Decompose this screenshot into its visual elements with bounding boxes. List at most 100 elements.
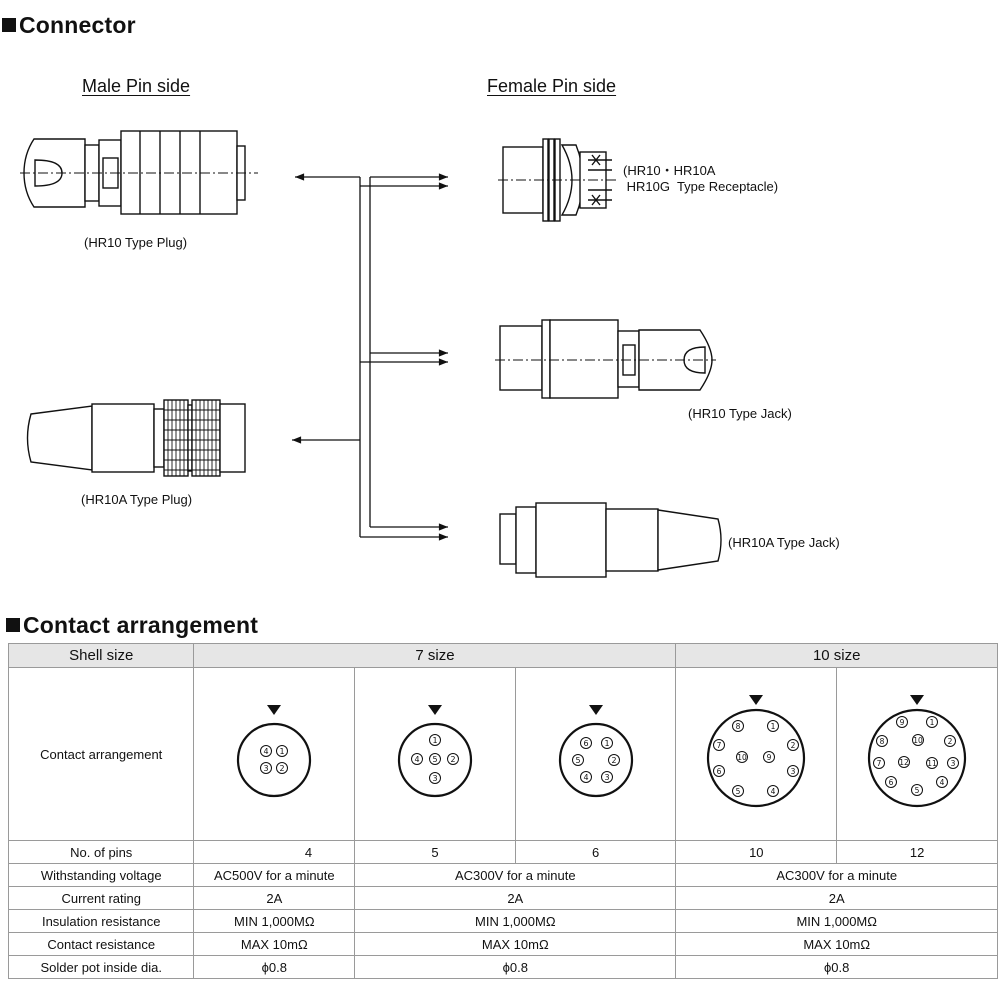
arrangement-4pin: 4 1 3 2 <box>193 667 356 841</box>
svg-text:3: 3 <box>264 764 269 773</box>
pins-6: 6 <box>514 840 677 864</box>
svg-text:4: 4 <box>414 755 419 764</box>
svg-text:2: 2 <box>948 737 953 746</box>
solder-4pin: ϕ0.8 <box>193 955 356 979</box>
pin-layout-12-diagram: 9 1 8 10 2 7 12 11 3 6 4 5 <box>867 695 967 808</box>
svg-text:4: 4 <box>771 787 776 796</box>
svg-text:11: 11 <box>927 759 937 768</box>
pin-layout-4-diagram: 4 1 3 2 <box>237 704 312 797</box>
pin-layout-10-diagram: 8 1 7 2 10 9 6 3 5 4 <box>707 695 806 808</box>
size10-header: 10 size <box>675 643 998 668</box>
svg-text:10: 10 <box>738 753 748 762</box>
solder-10-12pin: ϕ0.8 <box>675 955 998 979</box>
svg-text:8: 8 <box>736 722 741 731</box>
svg-text:12: 12 <box>899 758 909 767</box>
solder-label: Solder pot inside dia. <box>7 955 195 979</box>
pins-row: No. of pins 4 5 6 10 12 <box>7 840 998 864</box>
contact-resistance-label: Contact resistance <box>7 932 195 956</box>
table-header-row: Shell size 7 size 10 size <box>7 643 998 668</box>
insulation-10-12pin: MIN 1,000MΩ <box>675 909 998 933</box>
svg-text:1: 1 <box>432 736 437 745</box>
pins-label: No. of pins <box>7 840 195 864</box>
square-bullet-icon <box>2 18 16 32</box>
size7-header: 7 size <box>193 643 677 668</box>
svg-text:4: 4 <box>940 778 945 787</box>
hr10-jack-drawing <box>495 319 716 399</box>
svg-text:1: 1 <box>930 718 935 727</box>
arrangement-6pin: 6 1 5 2 4 3 <box>514 667 677 841</box>
svg-text:8: 8 <box>880 737 885 746</box>
contact-resistance-row: Contact resistance MAX 10mΩ MAX 10mΩ MAX… <box>7 932 998 956</box>
contact-resistance-5-6pin: MAX 10mΩ <box>354 932 677 956</box>
male-side-label: Male Pin side <box>82 76 191 96</box>
hr10a-plug-caption: (HR10A Type Plug) <box>81 492 193 507</box>
pins-10: 10 <box>675 840 838 864</box>
arrangement-label: Contact arrangement <box>7 667 195 841</box>
svg-text:2: 2 <box>450 755 455 764</box>
hr10-jack-caption: (HR10 Type Jack) <box>688 406 792 421</box>
svg-text:6: 6 <box>889 778 894 787</box>
svg-text:2: 2 <box>611 756 616 765</box>
svg-text:5: 5 <box>575 756 580 765</box>
svg-text:6: 6 <box>717 767 722 776</box>
insulation-5-6pin: MIN 1,000MΩ <box>354 909 677 933</box>
svg-text:4: 4 <box>583 773 588 782</box>
arrangement-12pin: 9 1 8 10 2 7 12 11 3 6 4 5 <box>836 667 998 841</box>
hr10-plug-caption: (HR10 Type Plug) <box>84 235 188 250</box>
contact-resistance-4pin: MAX 10mΩ <box>193 932 356 956</box>
svg-text:1: 1 <box>280 747 285 756</box>
svg-text:9: 9 <box>900 718 905 727</box>
receptacle-caption: (HR10・HR10A HR10G Type Receptacle) <box>623 163 779 194</box>
pins-12: 12 <box>836 840 998 864</box>
svg-text:4: 4 <box>264 747 269 756</box>
svg-text:1: 1 <box>771 722 776 731</box>
insulation-row: Insulation resistance MIN 1,000MΩ MIN 1,… <box>7 909 998 933</box>
hr10-plug-drawing <box>20 130 258 215</box>
female-side-label: Female Pin side <box>487 76 617 96</box>
voltage-10-12pin: AC300V for a minute <box>675 863 998 887</box>
hr10a-jack-drawing <box>499 502 722 578</box>
connector-section-title: Connector <box>2 12 136 39</box>
svg-text:6: 6 <box>583 739 588 748</box>
solder-5-6pin: ϕ0.8 <box>354 955 677 979</box>
voltage-label: Withstanding voltage <box>7 863 195 887</box>
contact-section-title: Contact arrangement <box>6 612 258 639</box>
solder-row: Solder pot inside dia. ϕ0.8 ϕ0.8 ϕ0.8 <box>7 955 998 979</box>
receptacle-drawing <box>498 138 618 222</box>
svg-text:5: 5 <box>432 755 437 764</box>
pin-layout-5-diagram: 1 4 5 2 3 <box>397 704 473 797</box>
svg-text:10: 10 <box>913 736 923 745</box>
voltage-5-6pin: AC300V for a minute <box>354 863 677 887</box>
current-row: Current rating 2A 2A 2A <box>7 886 998 910</box>
connection-lines <box>291 173 449 541</box>
pins-5: 5 <box>354 840 516 864</box>
svg-text:3: 3 <box>432 774 437 783</box>
svg-text:5: 5 <box>915 786 920 795</box>
connector-title-text: Connector <box>19 12 136 38</box>
connector-drawings <box>20 130 722 578</box>
hr10a-plug-drawing <box>26 399 246 477</box>
svg-text:2: 2 <box>791 741 796 750</box>
insulation-label: Insulation resistance <box>7 909 195 933</box>
svg-text:7: 7 <box>877 759 882 768</box>
arrangement-10pin: 8 1 7 2 10 9 6 3 5 4 <box>675 667 838 841</box>
voltage-4pin: AC500V for a minute <box>193 863 356 887</box>
svg-text:1: 1 <box>604 739 609 748</box>
contact-spec-table: Shell size 7 size 10 size Contact arrang… <box>7 643 998 979</box>
contact-title-text: Contact arrangement <box>23 612 259 638</box>
current-label: Current rating <box>7 886 195 910</box>
pins-4: 4 <box>193 840 356 864</box>
svg-text:3: 3 <box>951 759 956 768</box>
svg-text:3: 3 <box>791 767 796 776</box>
svg-text:2: 2 <box>280 764 285 773</box>
arrangement-row: Contact arrangement 4 1 3 2 1 4 <box>7 667 998 841</box>
current-4pin: 2A <box>193 886 356 910</box>
current-5-6pin: 2A <box>354 886 677 910</box>
shell-size-label: Shell size <box>7 643 195 668</box>
insulation-4pin: MIN 1,000MΩ <box>193 909 356 933</box>
current-10-12pin: 2A <box>675 886 998 910</box>
voltage-row: Withstanding voltage AC500V for a minute… <box>7 863 998 887</box>
svg-text:9: 9 <box>767 753 772 762</box>
square-bullet-icon <box>6 618 20 632</box>
pin-layout-6-diagram: 6 1 5 2 4 3 <box>558 704 633 797</box>
